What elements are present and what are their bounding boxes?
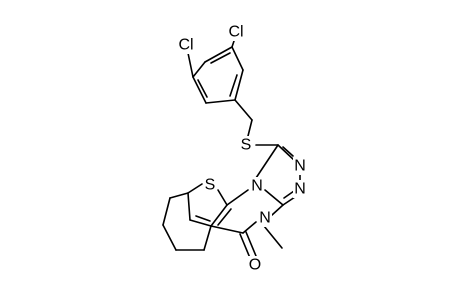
bond <box>192 61 206 78</box>
bond <box>245 231 257 257</box>
bond <box>263 225 283 249</box>
sulfur-atom-label: S <box>205 177 216 194</box>
bond <box>283 190 295 199</box>
bond <box>264 189 284 206</box>
bond <box>226 189 249 206</box>
sulfur-atom-label: S <box>241 137 252 154</box>
atom-label-bg <box>226 23 246 41</box>
bond <box>169 192 189 199</box>
bond <box>187 183 203 194</box>
bond <box>277 144 295 161</box>
nitrogen-atom-label: N <box>294 158 306 175</box>
bond <box>197 79 208 98</box>
atom-label-bg <box>293 157 307 175</box>
oxygen-atom-label: O <box>249 257 261 274</box>
bond <box>234 69 244 101</box>
atom-label-bg <box>293 180 307 198</box>
bond <box>162 197 171 226</box>
atom-label-bg <box>176 36 196 54</box>
bond <box>242 221 257 234</box>
atom-label-bg <box>203 176 217 194</box>
bond <box>204 46 233 63</box>
bond <box>189 219 212 227</box>
nitrogen-atom-label: N <box>294 181 306 198</box>
bond <box>229 74 238 97</box>
bond <box>203 225 212 251</box>
bond <box>234 99 253 121</box>
nitrogen-atom-label: N <box>259 210 271 227</box>
bond <box>271 204 284 216</box>
bond <box>217 208 232 226</box>
bond <box>231 46 244 71</box>
bond <box>239 233 251 259</box>
bond <box>210 225 244 234</box>
bond <box>187 52 194 78</box>
bond <box>205 99 236 104</box>
bond <box>162 224 177 251</box>
bond <box>217 189 228 206</box>
chlorine-atom-label: Cl <box>178 37 193 54</box>
bond <box>192 76 207 104</box>
bond <box>187 192 191 221</box>
atom-label-bg <box>258 209 272 227</box>
atom-label-bg <box>250 177 264 195</box>
atom-label-bg <box>239 136 253 154</box>
atom-label-bg <box>248 256 262 274</box>
bond <box>195 215 211 222</box>
bond <box>247 119 253 137</box>
bond <box>210 52 231 64</box>
bond-layer <box>162 37 301 259</box>
chlorine-atom-label: Cl <box>228 24 243 41</box>
bond <box>282 146 294 157</box>
bond <box>210 204 228 227</box>
bond <box>255 144 279 179</box>
nitrogen-atom-label: N <box>251 178 263 195</box>
atom-label-layer: Cl Cl S S N N N N O <box>176 23 307 274</box>
